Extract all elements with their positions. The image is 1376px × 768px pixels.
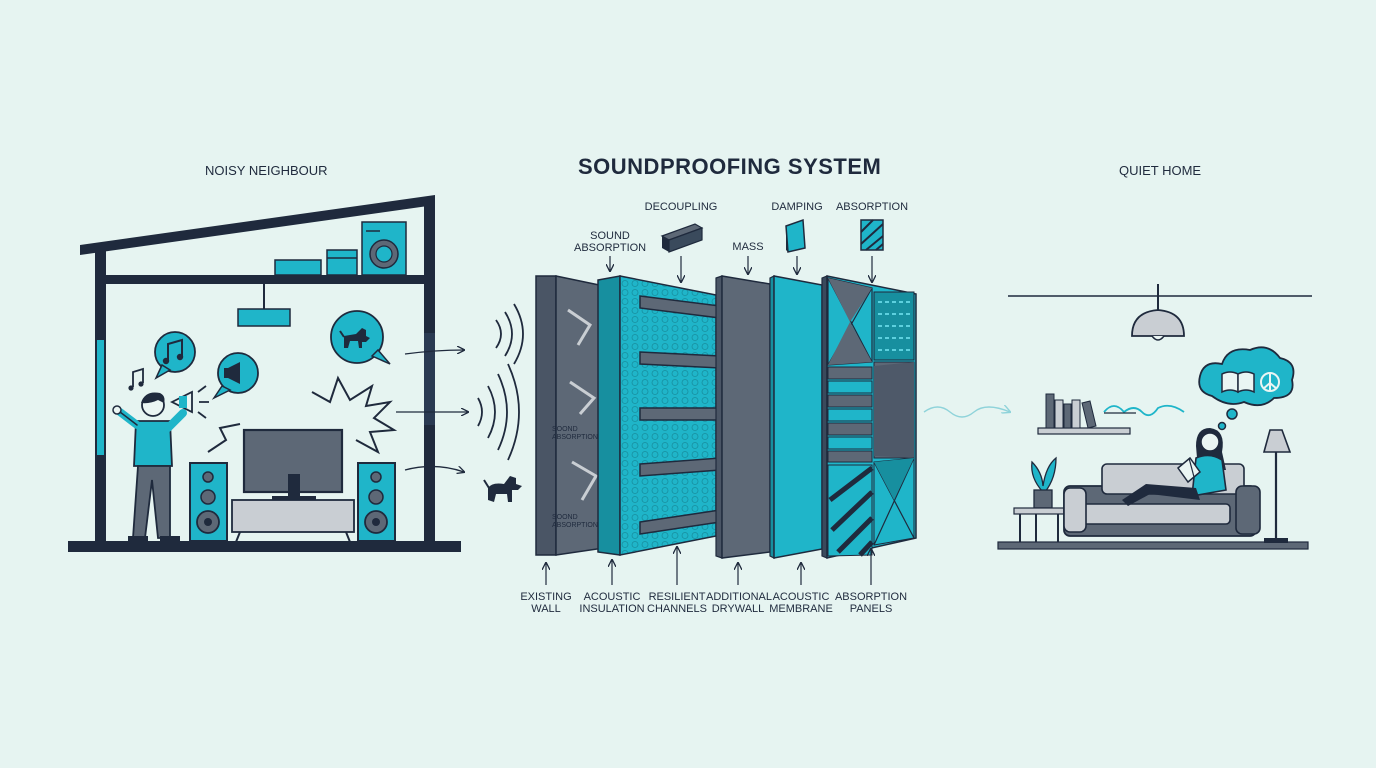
reading-person xyxy=(1122,428,1227,506)
top-label-damping: DAMPING xyxy=(771,201,823,213)
existing-wall-layer xyxy=(535,275,605,556)
shouting-person xyxy=(112,385,209,542)
megaphone-icon xyxy=(211,352,259,400)
music-note-icon xyxy=(128,331,196,391)
noise-arrows xyxy=(396,350,468,472)
tv-setup xyxy=(189,428,396,543)
left-section-title: NOISY NEIGHBOUR xyxy=(205,163,328,178)
wall-label-upper: SOOND ABSORPTION xyxy=(552,426,598,441)
acoustic-membrane-layer xyxy=(769,275,823,559)
top-label-absorption: ABSORPTION xyxy=(835,201,909,213)
sofa xyxy=(1063,463,1261,537)
floor-lamp-icon xyxy=(1262,429,1292,543)
noise-burst xyxy=(207,375,398,455)
book-icon xyxy=(1221,371,1255,394)
peace-icon xyxy=(1260,372,1280,392)
right-section-title: QUIET HOME xyxy=(1119,163,1202,178)
bottom-label-absorption-panels: ABSORPTION PANELS xyxy=(834,591,908,615)
top-label-sound-absorption: SOUND ABSORPTION xyxy=(574,230,647,254)
transition-arrow xyxy=(923,407,1010,418)
pendant-lamp-icon xyxy=(1131,284,1185,341)
top-arrows xyxy=(610,256,872,282)
absorption-panel-icon xyxy=(860,219,884,251)
plant-icon xyxy=(1013,456,1065,542)
damping-sheet-icon xyxy=(785,218,806,253)
decoupling-channel-icon xyxy=(660,223,704,253)
calm-wave xyxy=(1103,404,1185,417)
bottom-label-additional-drywall: ADDITIONAL DRYWALL xyxy=(706,591,773,615)
quiet-home xyxy=(997,295,1312,550)
wall-label-lower: SOOND ABSORPTION xyxy=(552,514,598,529)
bottom-label-resilient-channels: RESILIENT CHANNELS xyxy=(647,591,707,615)
additional-drywall-layer xyxy=(715,275,771,559)
bookshelf xyxy=(1037,393,1131,435)
bottom-label-existing-wall: EXISTING WALL xyxy=(520,591,572,615)
bottom-arrows xyxy=(546,547,871,585)
sound-wave-icon xyxy=(477,303,524,461)
absorption-panels-layer xyxy=(821,275,917,559)
dog-icon xyxy=(330,310,391,365)
top-label-decoupling: DECOUPLING xyxy=(644,201,718,213)
page-title: SOUNDPROOFING SYSTEM xyxy=(578,154,882,179)
bottom-label-acoustic-insulation: ACOUSTIC INSULATION xyxy=(579,591,645,615)
top-label-mass: MASS xyxy=(732,241,764,253)
noisy-house xyxy=(68,195,461,552)
dog-silhouette xyxy=(483,476,522,502)
bottom-label-acoustic-membrane: ACOUSTIC MEMBRANE xyxy=(769,591,833,615)
